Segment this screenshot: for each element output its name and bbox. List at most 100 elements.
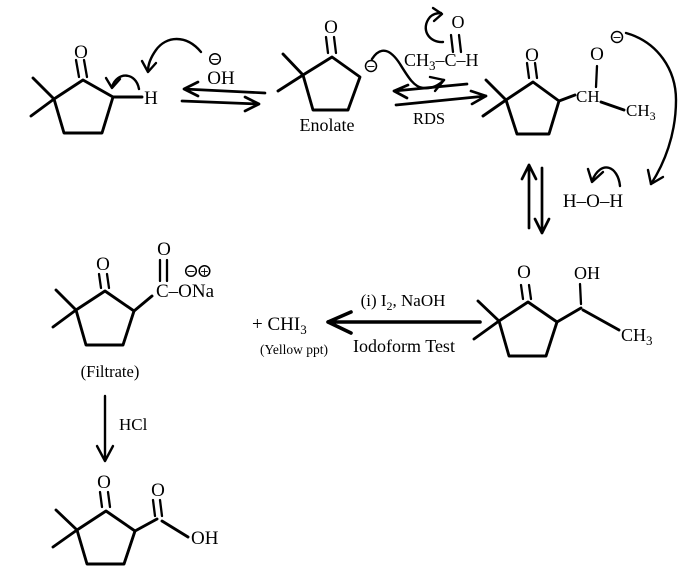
- aldehyde-double-bond: [449, 33, 463, 54]
- curved-arrow-ch-bond: [110, 74, 141, 91]
- structure-alkoxide: O CH O − CH3: [481, 30, 678, 186]
- bond-ring-to-ch: [557, 93, 577, 103]
- acyl-double-bond: [158, 258, 169, 283]
- iodoform-step: (i) I2, NaOH Iodoform Test + CHI3 (Yello…: [252, 291, 482, 357]
- minus-charge-icon: −: [364, 59, 378, 73]
- aldehyde-oxygen-label: O: [452, 12, 465, 32]
- cyclopentane-ring: [504, 80, 561, 136]
- structure-ketone: O H: [29, 37, 203, 135]
- up-arrow: [520, 163, 538, 230]
- left-arrow: [182, 80, 267, 98]
- alkoxide-oxygen-label: O: [590, 44, 604, 65]
- structure-keto-acid: O O OH: [51, 472, 219, 566]
- acetaldehyde-formula: CH3–C–H: [404, 50, 479, 73]
- carbonyl-double-bond: [74, 58, 89, 79]
- curved-arrow-alkoxide-to-water: [624, 31, 678, 186]
- curved-arrow-alkoxide-to-water-head: [646, 168, 665, 186]
- gem-dimethyl-bonds: [51, 288, 78, 329]
- minus-charge-icon: −: [610, 30, 624, 44]
- svg-text:+: +: [200, 265, 209, 278]
- chi3-byproduct-label: + CHI3: [252, 314, 307, 337]
- rds-label: RDS: [413, 109, 445, 128]
- filtrate-caption: (Filtrate): [81, 362, 140, 381]
- gem-dimethyl-bonds: [29, 76, 56, 118]
- bond-c-to-oh: [160, 519, 190, 539]
- plus-charge-icon: +: [198, 265, 211, 278]
- gem-dimethyl-bonds: [51, 508, 79, 549]
- carbonyl-double-bond: [519, 283, 533, 301]
- carbonyl-double-bond: [97, 272, 111, 290]
- svg-text:−: −: [210, 53, 219, 66]
- conditions-label: (i) I2, NaOH: [361, 291, 446, 313]
- carboxylate-group-label: C–ONa: [156, 281, 215, 302]
- svg-text:−: −: [186, 265, 195, 278]
- hydroxyl-label: OH: [191, 528, 219, 549]
- cyclopentane-ring: [75, 509, 137, 566]
- curved-arrow-pi-to-oxygen-head: [431, 6, 444, 23]
- reaction-arrow-left: [326, 310, 482, 335]
- minus-charge-icon: −: [184, 265, 198, 278]
- methyl-label: CH3: [626, 101, 656, 123]
- alpha-hydrogen-label: H: [144, 88, 158, 109]
- right-arrow: [180, 95, 261, 113]
- cyclopentane-ring: [497, 300, 559, 358]
- svg-text:−: −: [366, 60, 375, 73]
- carbonyl-oxygen-label: O: [324, 17, 338, 38]
- gem-dimethyl-bonds: [472, 299, 501, 341]
- bond-ring-to-choh: [555, 306, 583, 324]
- carbonyl-double-bond: [525, 61, 539, 80]
- cyclopentane-ring: [301, 55, 362, 112]
- bond-c-to-ch3: [581, 308, 621, 332]
- svg-text:−: −: [612, 31, 621, 44]
- right-arrow: [394, 89, 488, 107]
- carbonyl-oxygen-label: O: [97, 472, 111, 493]
- curved-arrow-base-to-proton: [146, 37, 203, 73]
- gem-dimethyl-bonds: [276, 52, 305, 93]
- enolate-caption: Enolate: [300, 115, 355, 135]
- hcl-step: HCl: [95, 394, 148, 463]
- hcl-label: HCl: [119, 415, 148, 434]
- bond-ch-to-ch3: [599, 100, 626, 112]
- ch-label: CH: [576, 87, 600, 106]
- acyl-oxygen-label: O: [151, 480, 165, 501]
- equilibrium-arrows-2: RDS: [392, 82, 488, 128]
- yellow-ppt-label: (Yellow ppt): [260, 342, 328, 357]
- curved-arrow-oh-bond: [590, 166, 622, 188]
- hydroxide-base: − OH: [207, 53, 235, 89]
- gem-dimethyl-bonds: [481, 78, 508, 118]
- carbonyl-double-bond: [324, 35, 338, 55]
- cyclopentane-ring: [74, 289, 136, 347]
- curved-arrow-ch-bond-head: [104, 76, 122, 90]
- curved-arrow-oh-bond-head: [586, 167, 605, 184]
- left-arrow: [392, 82, 469, 100]
- iodoform-test-label: Iodoform Test: [353, 336, 455, 356]
- carbonyl-oxygen-label: O: [517, 262, 531, 283]
- acyl-oxygen-label: O: [157, 239, 171, 260]
- bond-ring-to-carboxyl: [132, 294, 154, 313]
- water-label: H–O–H: [563, 191, 623, 212]
- minus-charge-icon: −: [208, 53, 222, 66]
- structure-aldol: O OH CH3: [472, 262, 653, 358]
- bond-c-to-oh: [578, 282, 583, 306]
- acyl-double-bond: [151, 498, 164, 518]
- carbonyl-oxygen-label: O: [525, 45, 539, 66]
- curved-arrow-pi-to-oxygen: [424, 11, 445, 44]
- reaction-arrow-down: [95, 394, 115, 463]
- methyl-label: CH3: [621, 325, 653, 348]
- bond-ch-to-o: [594, 64, 599, 89]
- acetaldehyde: CH3–C–H O: [404, 6, 479, 73]
- carbonyl-oxygen-label: O: [74, 42, 88, 63]
- bond-ring-to-carboxyl: [133, 517, 159, 533]
- equilibrium-arrows-vertical: [520, 163, 551, 235]
- down-arrow: [533, 166, 551, 235]
- structure-carboxylate-salt: O O C–ONa − + (Filtrate): [51, 239, 215, 381]
- cyclopentane-ring: [52, 78, 115, 135]
- equilibrium-arrows-1: [180, 80, 267, 113]
- curved-arrow-base-to-proton-head: [140, 59, 158, 74]
- carbonyl-oxygen-label: O: [96, 254, 110, 275]
- hydroxide-label: OH: [207, 68, 235, 89]
- carbonyl-double-bond: [98, 490, 112, 509]
- water-molecule: H–O–H: [563, 166, 623, 212]
